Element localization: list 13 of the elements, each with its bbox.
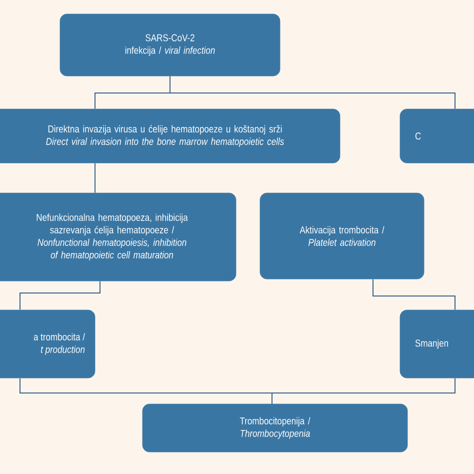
- process-box: Aktivacija trombocita / Platelet activation: [260, 192, 424, 280]
- process-box: Smanjen: [400, 310, 474, 378]
- process-box: Nefunkcionalna hematopoeza, inhibicija sazrevanja ćelija hematopoeze / Nonfunctional hematopoiesis, inhibition of hematopoietic cell maturation: [0, 192, 236, 282]
- connector-line: [170, 76, 456, 110]
- connector-line: [372, 278, 456, 310]
- connector-line: [94, 162, 96, 194]
- process-box: a trombocita / t production: [0, 310, 96, 378]
- process-box: Direktna invazija virusa u ćelije hematopoeze u koštanoj srži Direct viral invasion into the bone marrow hematopoietic cells: [0, 108, 340, 164]
- process-box: Trombocitopenija / Thrombocytopenia: [142, 404, 408, 452]
- process-box: C: [400, 108, 474, 164]
- connector-line: [272, 378, 456, 404]
- process-box: SARS-CoV-2 infekcija / viral infection: [60, 14, 280, 76]
- connector-line: [20, 280, 100, 310]
